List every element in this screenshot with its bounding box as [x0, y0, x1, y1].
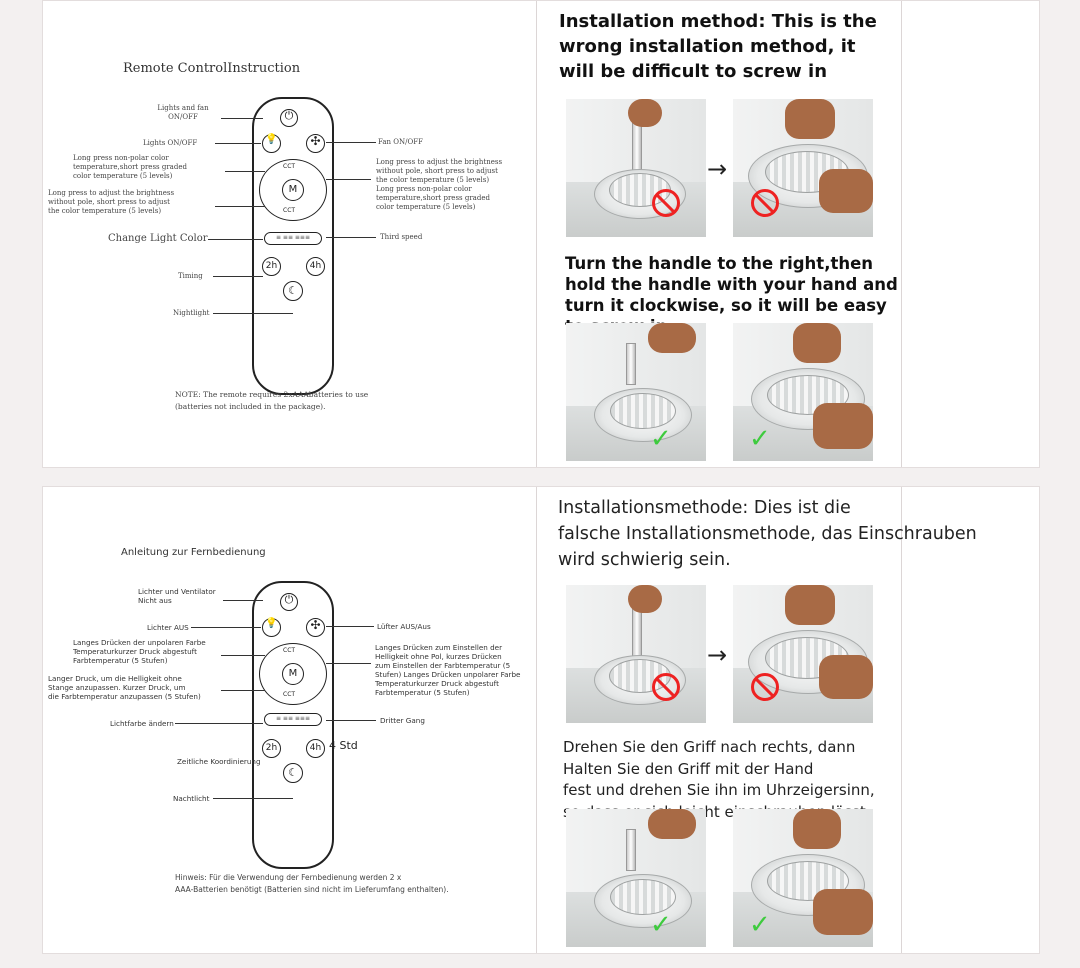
checkmark-icon: ✓	[749, 910, 771, 940]
label-timing: Zeitliche Koordinierung	[177, 757, 261, 766]
leader-line	[175, 723, 263, 724]
label-third-speed: Dritter Gang	[380, 716, 425, 725]
timer-2h-icon: 2h	[262, 739, 281, 758]
speed-bar-icon: ≡ ≡≡ ≡≡≡	[264, 232, 322, 245]
label-4-std: 4 Std	[329, 739, 358, 752]
photo-wrong-step-1	[566, 99, 706, 237]
photo-wrong-step-2	[733, 99, 873, 237]
label-long-press-color: Langes Drücken der unpolaren Farbe Tempe…	[73, 638, 206, 665]
forbidden-icon	[652, 189, 680, 217]
remote-control-diagram: ⏻ 💡 ✣ CCT CCT M ≡ ≡≡ ≡≡≡ 2h 4h ☾	[252, 581, 334, 869]
panel-divider	[901, 1, 902, 467]
leader-line	[221, 118, 263, 119]
timer-4h-icon: 4h	[306, 257, 325, 276]
leader-line	[223, 600, 263, 601]
fan-icon: ✣	[306, 134, 325, 153]
photo-right-step-1: ✓	[566, 323, 706, 461]
label-lights-fan-onoff: Lichter und Ventilator Nicht aus	[138, 587, 216, 605]
leader-line	[215, 143, 261, 144]
photo-right-step-2: ✓	[733, 323, 873, 461]
remote-instruction-title: Anleitung zur Fernbedienung	[121, 547, 266, 558]
leader-line	[213, 798, 293, 799]
leader-line	[326, 142, 376, 143]
leader-line	[213, 313, 293, 314]
moon-icon: ☾	[283, 763, 303, 783]
leader-line	[213, 276, 263, 277]
forbidden-icon	[751, 189, 779, 217]
leader-line	[208, 239, 263, 240]
label-long-press-color: Long press non-polar color temperature,s…	[73, 154, 187, 180]
label-lights-onoff: Lights ON/OFF	[143, 139, 198, 147]
label-timing: Timing	[178, 272, 203, 280]
label-nightlight: Nightlight	[173, 309, 210, 317]
checkmark-icon: ✓	[650, 424, 672, 454]
leader-line	[221, 690, 265, 691]
label-change-light-color: Lichtfarbe ändern	[110, 719, 174, 728]
label-nightlight: Nachtlicht	[173, 794, 210, 803]
step-arrow-icon: →	[707, 155, 728, 183]
power-icon: ⏻	[280, 109, 298, 127]
cct-up-label: CCT	[283, 647, 296, 654]
moon-icon: ☾	[283, 281, 303, 301]
leader-line	[326, 626, 374, 627]
speed-bar-icon: ≡ ≡≡ ≡≡≡	[264, 713, 322, 726]
timer-2h-icon: 2h	[262, 257, 281, 276]
label-lights-fan-onoff: Lights and fan ON/OFF	[157, 104, 209, 121]
photo-wrong-step-2	[733, 585, 873, 723]
leader-line	[326, 237, 376, 238]
label-third-speed: Third speed	[380, 233, 423, 241]
checkmark-icon: ✓	[650, 910, 672, 940]
forbidden-icon	[751, 673, 779, 701]
photo-right-step-1: ✓	[566, 809, 706, 947]
english-instruction-panel: Remote ControlInstruction ⏻ 💡 ✣ CCT CCT …	[42, 0, 1040, 468]
timer-4h-icon: 4h	[306, 739, 325, 758]
remote-control-diagram: ⏻ 💡 ✣ CCT CCT M ≡ ≡≡ ≡≡≡ 2h 4h ☾	[252, 97, 334, 395]
forbidden-icon	[652, 673, 680, 701]
bulb-icon: 💡	[262, 618, 281, 637]
german-instruction-panel: Anleitung zur Fernbedienung ⏻ 💡 ✣ CCT CC…	[42, 486, 1040, 954]
power-icon: ⏻	[280, 593, 298, 611]
photo-right-step-2: ✓	[733, 809, 873, 947]
panel-divider	[901, 487, 902, 953]
cct-up-label: CCT	[283, 163, 296, 170]
panel-divider	[536, 1, 537, 467]
panel-divider	[536, 487, 537, 953]
leader-line	[225, 171, 265, 172]
remote-instruction-title: Remote ControlInstruction	[123, 61, 301, 76]
photo-wrong-step-1	[566, 585, 706, 723]
heading-wrong-method: Installation method: This is the wrong i…	[559, 11, 877, 82]
leader-line	[191, 627, 261, 628]
cct-down-label: CCT	[283, 207, 296, 214]
fan-icon: ✣	[306, 618, 325, 637]
label-right-brightness: Langes Drücken zum Einstellen der Hellig…	[375, 643, 521, 697]
leader-line	[215, 206, 265, 207]
cct-down-label: CCT	[283, 691, 296, 698]
leader-line	[326, 663, 371, 664]
label-change-light-color: Change Light Color	[108, 233, 208, 244]
step-arrow-icon: →	[707, 641, 728, 669]
label-fan-onoff: Lüfter AUS/Aus	[377, 622, 431, 631]
bulb-icon: 💡	[262, 134, 281, 153]
battery-note: NOTE: The remote requires 2xAAAbatteries…	[175, 390, 369, 411]
leader-line	[326, 720, 376, 721]
heading-right-method: Turn the handle to the right,then hold t…	[565, 254, 898, 336]
heading-wrong-method: Installationsmethode: Dies ist die falsc…	[558, 498, 977, 570]
mode-button-icon: M	[282, 663, 304, 685]
label-lights-onoff: Lichter AUS	[147, 623, 189, 632]
label-fan-onoff: Fan ON/OFF	[378, 138, 423, 146]
label-long-press-brightness: Langer Druck, um die Helligkeit ohne Sta…	[48, 674, 201, 701]
checkmark-icon: ✓	[749, 424, 771, 454]
mode-button-icon: M	[282, 179, 304, 201]
leader-line	[221, 655, 265, 656]
label-right-brightness: Long press to adjust the brightness with…	[376, 158, 503, 211]
battery-note: Hinweis: Für die Verwendung der Fernbedi…	[175, 873, 449, 894]
label-long-press-brightness: Long press to adjust the brightness with…	[48, 189, 175, 215]
leader-line	[326, 179, 371, 180]
